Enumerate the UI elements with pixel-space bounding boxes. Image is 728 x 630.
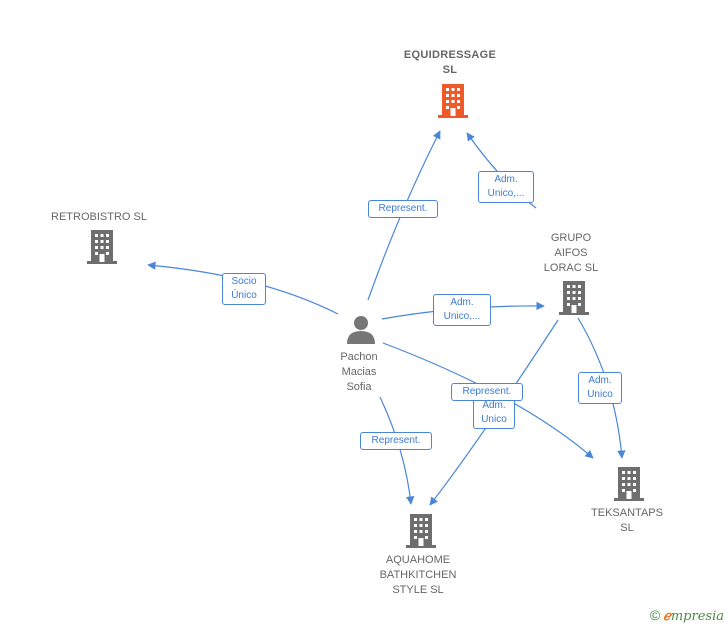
edge-label-grupo-equidressage: Adm. Unico,... [478, 171, 534, 203]
node-label-equidressage[interactable]: EQUIDRESSAGE SL [403, 49, 497, 76]
pachon-person-icon[interactable] [347, 316, 375, 344]
brand-wordmark: ℯmpresia [663, 609, 724, 624]
node-label-pachon[interactable]: Pachon Macias Sofia [340, 351, 378, 393]
aquahome-building-icon[interactable] [406, 514, 436, 548]
node-label-teksantaps[interactable]: TEKSANTAPS SL [591, 507, 663, 534]
edge-pachon-aquahome [379, 396, 415, 505]
edge-label-pachon-teksantaps: Represent. [451, 383, 523, 401]
equidressage-building-icon[interactable] [438, 84, 468, 118]
teksantaps-building-icon[interactable] [614, 467, 644, 501]
node-label-aquahome[interactable]: AQUAHOME BATHKITCHEN STYLE SL [379, 554, 457, 596]
edge-label-grupo-aquahome: Adm. Unico [473, 397, 515, 429]
edge-label-pachon-retrobistro: Socio Único [222, 273, 266, 305]
edge-label-grupo-teksantaps: Adm. Unico [578, 372, 622, 404]
retrobistro-building-icon[interactable] [87, 230, 117, 264]
copyright-icon: © [649, 607, 661, 623]
node-label-retrobistro[interactable]: RETROBISTRO SL [51, 211, 147, 223]
grupo-building-icon[interactable] [559, 281, 589, 315]
edge-label-pachon-grupo: Adm. Unico,... [433, 294, 491, 326]
edge-label-pachon-equidressage: Represent. [368, 200, 438, 218]
edge-label-pachon-aquahome: Represent. [360, 432, 432, 450]
footer-brand[interactable]: ©ℯmpresia [650, 607, 724, 624]
node-label-grupo[interactable]: GRUPO AIFOS LORAC SL [543, 232, 599, 274]
